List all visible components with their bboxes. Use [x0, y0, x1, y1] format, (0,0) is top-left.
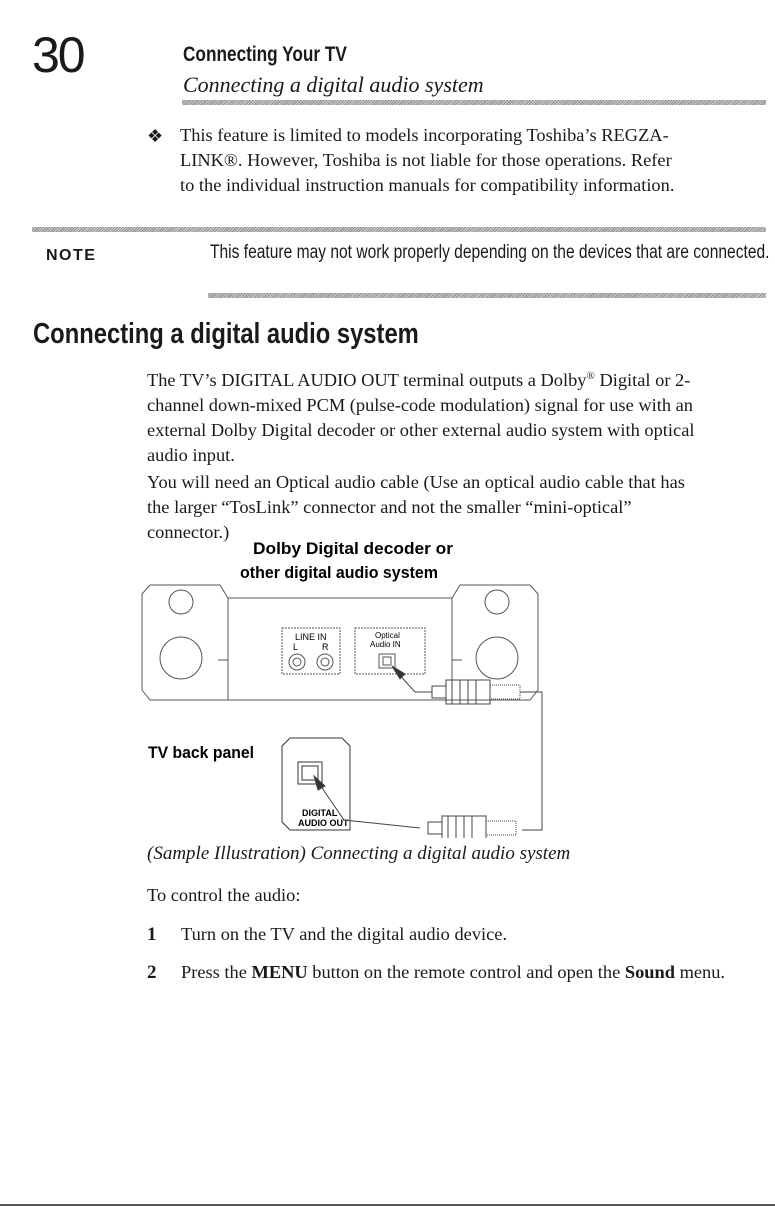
tv-back-panel: [281, 737, 351, 831]
step-2-text-after: menu.: [674, 962, 726, 982]
connection-diagram: Dolby Digital decoder or other digital a…: [141, 539, 543, 838]
right-speaker: [451, 584, 539, 701]
section-subtitle: Connecting a digital audio system: [183, 72, 484, 97]
note-bottom-rule: [208, 293, 766, 298]
menu-button-term: MENU: [251, 962, 308, 982]
tv-back-panel-label: TV back panel: [148, 743, 254, 762]
step-2: 2 Press the MENU button on the remote co…: [147, 960, 727, 985]
paragraph-cable: You will need an Optical audio cable (Us…: [147, 472, 685, 542]
step-2-number: 2: [147, 962, 157, 983]
step-1-text: Turn on the TV and the digital audio dev…: [181, 924, 508, 944]
left-speaker: [141, 584, 229, 701]
optical-label-line2: Audio IN: [370, 640, 401, 649]
step-1-number: 1: [147, 924, 157, 945]
steps-intro: To control the audio:: [147, 885, 301, 905]
note-text: This feature may not work properly depen…: [210, 242, 770, 263]
bullet-symbol: ❖: [147, 126, 164, 146]
paragraph-dolby: The TV’s DIGITAL AUDIO OUT terminal outp…: [147, 368, 697, 468]
optical-cable-upper: [391, 665, 543, 831]
decoder-label-line1: Dolby Digital decoder or: [253, 539, 453, 558]
section-heading: Connecting a digital audio system: [33, 318, 419, 350]
registered-mark: ®: [586, 369, 595, 382]
chapter-title: Connecting Your TV: [183, 43, 347, 66]
page-number: 30: [32, 27, 86, 83]
step-1: 1 Turn on the TV and the digital audio de…: [147, 922, 727, 947]
paragraph-dolby-part1: The TV’s DIGITAL AUDIO OUT terminal outp…: [147, 370, 587, 390]
step-2-text-before: Press the: [181, 962, 252, 982]
diagram-caption: (Sample Illustration) Connecting a digit…: [147, 843, 571, 864]
paragraph-dolby-part2: Digital or 2-channel down-mixed PCM (pul…: [147, 370, 695, 465]
decoder-unit: [218, 597, 462, 701]
step-2-text-mid: button on the remote control and open th…: [307, 962, 625, 982]
note-label: NOTE: [46, 247, 97, 264]
note-top-rule: [32, 227, 766, 232]
header-rule: [182, 100, 766, 105]
digital-label-line1: DIGITAL: [302, 808, 338, 818]
line-in-label: LINE IN: [295, 632, 327, 642]
bullet-text: This feature is limited to models incorp…: [180, 125, 675, 195]
page-bottom-line: [0, 1204, 775, 1206]
digital-label-line2: AUDIO OUT: [298, 818, 349, 828]
r-label: R: [322, 642, 329, 652]
l-label: L: [293, 642, 298, 652]
sound-menu-term: Sound: [624, 962, 675, 982]
decoder-label-line2: other digital audio system: [240, 563, 438, 582]
optical-label-line1: Optical: [375, 631, 400, 640]
optical-cable-lower: [313, 774, 517, 838]
